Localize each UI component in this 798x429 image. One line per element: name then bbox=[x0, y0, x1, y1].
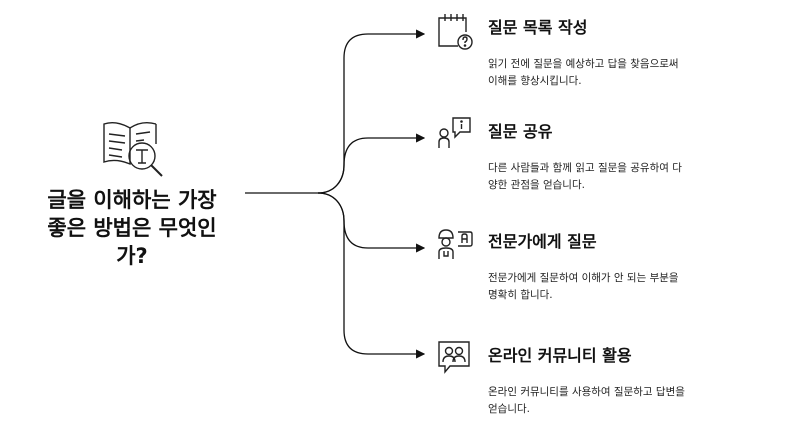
central-title-line: 글을 이해하는 가장 bbox=[47, 188, 217, 212]
branch-description-line: 이해를 향상시킵니다. bbox=[488, 75, 582, 87]
branch-line-4 bbox=[317, 192, 426, 359]
community-chat-icon bbox=[436, 340, 476, 380]
branch-description-line: 전문가에게 질문하여 이해가 안 되는 부분을 bbox=[488, 272, 679, 284]
central-question: 글을 이해하는 가장 좋은 방법은 무엇인 가? bbox=[22, 186, 242, 270]
branch-description: 읽기 전에 질문을 예상하고 답을 찾음으로써 이해를 향상시킵니다. bbox=[488, 56, 768, 90]
central-title-line: 가? bbox=[116, 244, 148, 268]
branch-line-1 bbox=[317, 29, 426, 194]
branch-description: 다른 사람들과 함께 읽고 질문을 공유하여 다 양한 관점을 얻습니다. bbox=[488, 160, 768, 194]
book-search-icon bbox=[100, 114, 166, 180]
branch-line-3 bbox=[317, 192, 426, 253]
branch-description-line: 읽기 전에 질문을 예상하고 답을 찾음으로써 bbox=[488, 58, 679, 70]
branch-title: 질문 목록 작성 bbox=[488, 18, 588, 37]
branch-description: 온라인 커뮤니티를 사용하여 질문하고 답변을 얻습니다. bbox=[488, 384, 768, 418]
branch-description-line: 얻습니다. bbox=[488, 403, 530, 415]
person-info-bubble-icon bbox=[436, 116, 476, 156]
branch-description-line: 양한 관점을 얻습니다. bbox=[488, 179, 585, 191]
branch-description-line: 온라인 커뮤니티를 사용하여 질문하고 답변을 bbox=[488, 386, 685, 398]
notepad-question-icon bbox=[436, 12, 476, 52]
branch-title: 전문가에게 질문 bbox=[488, 232, 597, 251]
central-title-line: 좋은 방법은 무엇인 bbox=[47, 216, 217, 240]
branch-description-line: 명확히 합니다. bbox=[488, 289, 553, 301]
branch-line-2 bbox=[317, 133, 426, 194]
branch-description: 전문가에게 질문하여 이해가 안 되는 부분을 명확히 합니다. bbox=[488, 270, 768, 304]
branch-title: 질문 공유 bbox=[488, 122, 553, 141]
branch-description-line: 다른 사람들과 함께 읽고 질문을 공유하여 다 bbox=[488, 162, 682, 174]
expert-answer-icon bbox=[436, 226, 476, 266]
branch-title: 온라인 커뮤니티 활용 bbox=[488, 346, 632, 365]
